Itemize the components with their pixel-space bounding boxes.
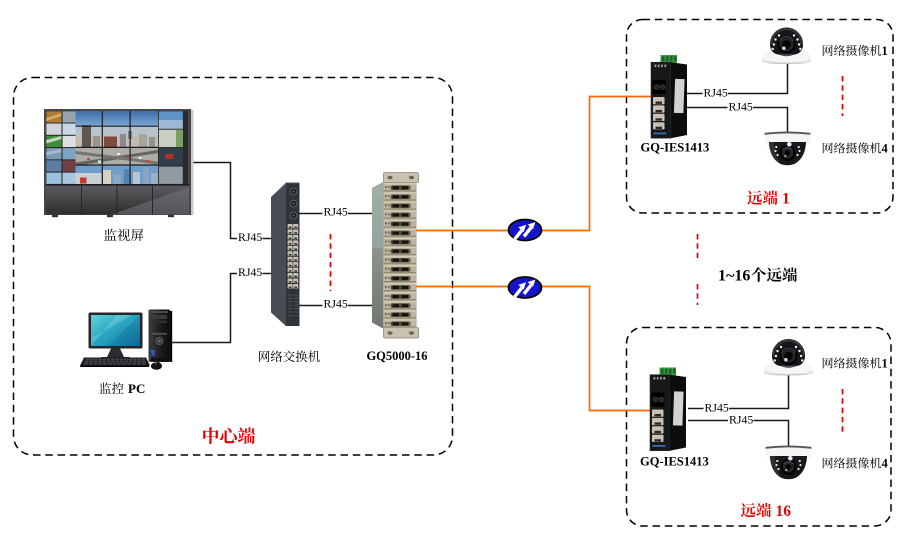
svg-text:PC: PC [128,381,145,396]
svg-text:1: 1 [782,191,790,208]
svg-text:RJ45: RJ45 [729,100,753,114]
svg-text:16: 16 [776,503,792,520]
svg-text:1: 1 [882,44,888,58]
svg-text:GQ5000-16: GQ5000-16 [366,349,427,363]
svg-text:RJ45: RJ45 [238,230,262,244]
svg-text:GQ-IES1413: GQ-IES1413 [641,141,710,155]
svg-text:RJ45: RJ45 [238,265,262,279]
svg-text:RJ45: RJ45 [705,401,729,415]
svg-text:RJ45: RJ45 [704,86,728,100]
svg-text:1~16: 1~16 [718,268,750,285]
svg-text:RJ45: RJ45 [324,205,348,219]
svg-text:4: 4 [882,457,889,471]
svg-text:1: 1 [882,357,888,371]
svg-text:RJ45: RJ45 [324,297,348,311]
svg-text:GQ-IES1413: GQ-IES1413 [640,455,709,469]
svg-text:4: 4 [882,142,889,156]
svg-text:RJ45: RJ45 [729,413,753,427]
